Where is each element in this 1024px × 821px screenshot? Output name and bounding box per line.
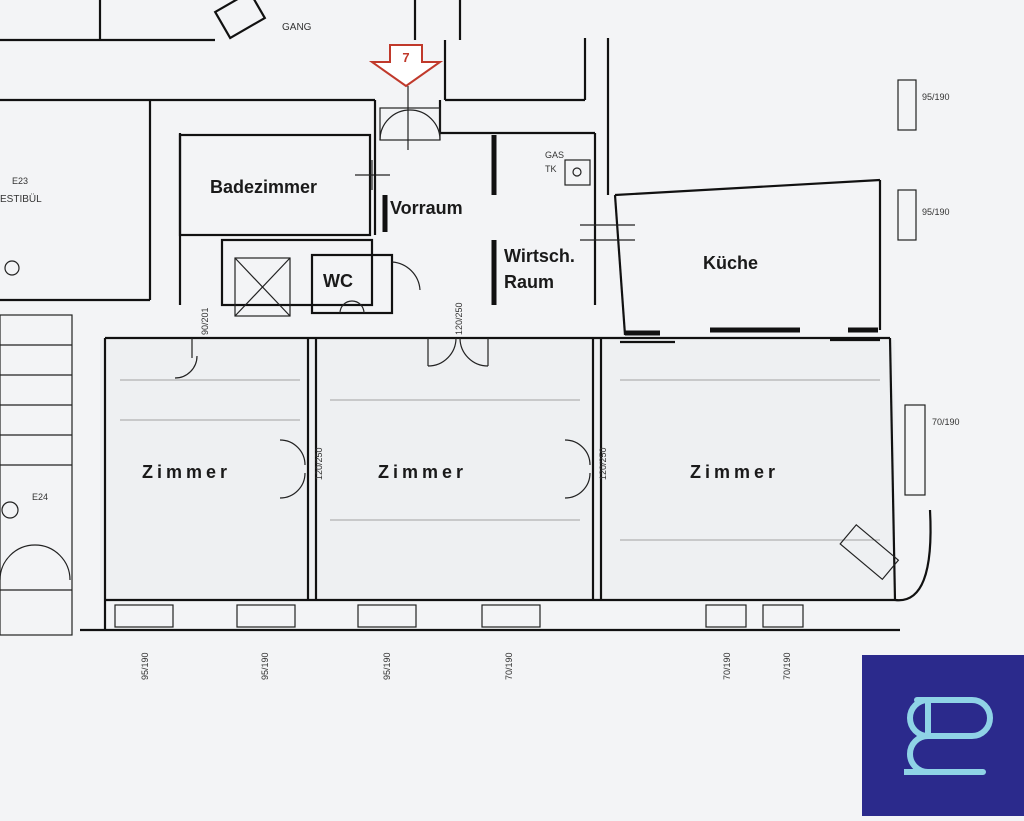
door-dim-90-201: 90/201: [200, 307, 210, 335]
dimension-labels: 90/201 120/250 120/250 120/250 95/190 95…: [140, 92, 960, 680]
wirtsch-label-line2: Raum: [504, 272, 554, 292]
gang-label: GANG: [282, 22, 312, 33]
window-dim-6: 70/190: [782, 652, 792, 680]
zimmer-label-2: Zimmer: [378, 462, 467, 482]
door-dim-2: 120/250: [314, 447, 324, 480]
wc-label: WC: [323, 271, 353, 291]
company-logo: [862, 655, 1024, 816]
wirtsch-label-line1: Wirtsch.: [504, 246, 575, 266]
window-dim-2: 95/190: [260, 652, 270, 680]
kueche-label: Küche: [703, 253, 758, 273]
wirtschaftsraum-room: GAS TK Wirtsch. Raum: [504, 150, 635, 292]
wc-room: WC: [220, 238, 421, 317]
window-dim-1: 95/190: [140, 652, 150, 680]
e24-label: E24: [32, 492, 48, 502]
vorraum-label: Vorraum: [390, 198, 463, 218]
window-dim-5: 70/190: [722, 652, 732, 680]
door-dim-1: 120/250: [454, 302, 464, 335]
window-dim-8: 95/190: [922, 207, 950, 217]
svg-text:TK: TK: [545, 164, 557, 174]
zimmer-label-3: Zimmer: [690, 462, 779, 482]
window-dim-9: 70/190: [932, 417, 960, 427]
vestibuel-label: ESTIBÜL: [0, 193, 42, 205]
vorraum-room: Vorraum: [373, 107, 497, 305]
sp-logo-mark: [904, 697, 993, 775]
window-dim-3: 95/190: [382, 652, 392, 680]
vestibuel-area: ESTIBÜL E23 E24: [0, 98, 152, 636]
zimmer-label-1: Zimmer: [142, 462, 231, 482]
badezimmer-label: Badezimmer: [210, 177, 317, 197]
upper-corridor: GANG: [0, 0, 610, 195]
window-dim-4: 70/190: [504, 652, 514, 680]
kueche-room: Küche: [620, 253, 880, 344]
window-dim-7: 95/190: [922, 92, 950, 102]
entry-marker: 7: [368, 44, 444, 150]
e23-label: E23: [12, 176, 28, 186]
svg-text:GAS: GAS: [545, 150, 564, 160]
door-dim-3: 120/250: [598, 447, 608, 480]
zimmer-row: Zimmer Zimmer Zimmer: [80, 336, 932, 632]
background-hatching: [100, 340, 895, 600]
badezimmer-room: Badezimmer: [178, 133, 390, 237]
windows: [114, 79, 926, 628]
entry-number: 7: [402, 50, 409, 65]
